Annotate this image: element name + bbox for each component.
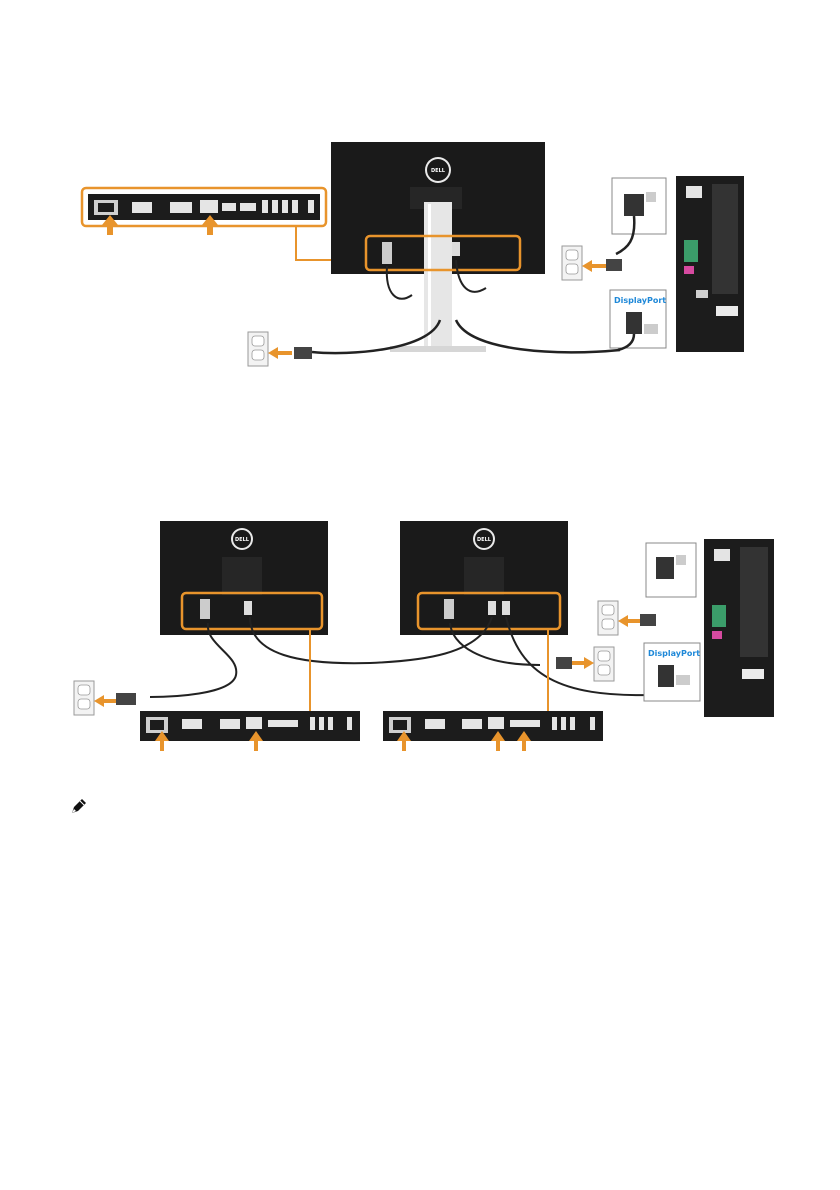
- port-panel-callout-2: [383, 711, 603, 751]
- wall-outlet-monitor-2: [556, 647, 614, 681]
- dell-logo-2: DELL: [477, 537, 492, 543]
- displayport-label: DisplayPort: [614, 296, 666, 305]
- wall-outlet-monitor: [248, 332, 312, 366]
- port-panel-callout: [82, 188, 326, 226]
- displayport-inset: DisplayPort: [610, 290, 666, 350]
- dell-logo-1: DELL: [235, 537, 250, 543]
- wall-outlet-computer: [562, 246, 622, 280]
- computer-tower: [676, 176, 744, 352]
- dell-logo: DELL: [431, 168, 446, 174]
- wall-outlet-monitor-1: [74, 681, 136, 715]
- displayport-inset: DisplayPort: [644, 643, 700, 701]
- monitor-back-1: DELL: [160, 521, 328, 635]
- power-inset: [612, 178, 666, 254]
- figure-daisy-chain-connection: DELL DELL: [0, 505, 840, 765]
- figure-single-monitor-connection: DELL DisplayPo: [0, 120, 840, 400]
- wall-outlet-computer: [598, 601, 656, 635]
- power-inset: [646, 543, 696, 597]
- monitor-back-2: DELL: [400, 521, 568, 635]
- computer-tower: [704, 539, 774, 717]
- displayport-label: DisplayPort: [648, 649, 700, 658]
- port-panel-callout-1: [140, 711, 360, 751]
- note-pencil-icon: [68, 797, 88, 817]
- monitor-back: DELL: [331, 142, 545, 352]
